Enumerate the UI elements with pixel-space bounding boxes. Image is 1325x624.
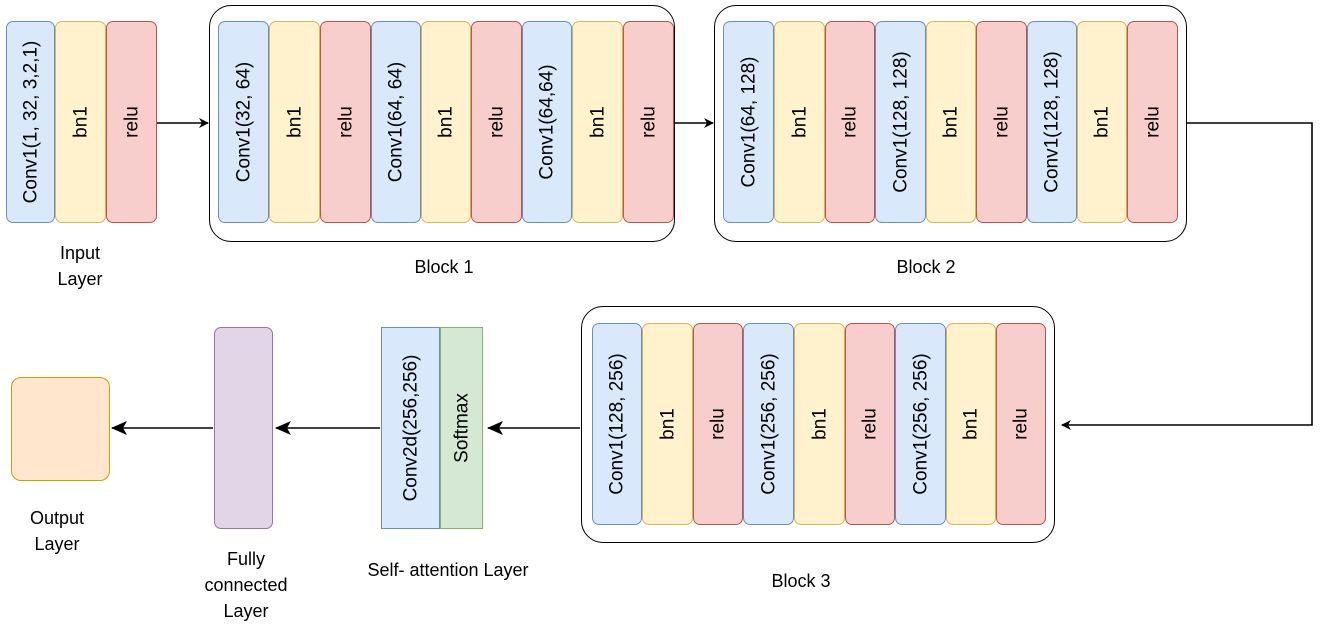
block2-relu-layer: relu [825,21,875,223]
fully-connected-layer [214,327,273,529]
block1-bn-layer: bn1 [269,21,320,223]
block3-conv-layer: Conv1(256, 256) [743,323,794,525]
block1-bn-layer: bn1 [421,21,471,223]
block2-relu-layer: relu [1127,21,1178,223]
block2-conv-layer: Conv1(128, 128) [1027,21,1077,223]
attention-softmax-label: Softmax [451,393,472,463]
attention-conv-layer: Conv2d(256,256) [381,327,440,529]
input-bn-layer: bn1 [55,21,106,223]
input-bn-label: bn1 [70,106,91,138]
block1-relu-layer: relu [471,21,522,223]
block3-bn-layer: bn1 [794,323,845,525]
arrow-block2-to-block3 [1061,122,1313,430]
block1-relu-layer: relu [623,21,674,223]
block2-conv-layer: Conv1(128, 128) [875,21,926,223]
block3-bn-layer: bn1 [642,323,693,525]
block3-relu-layer: relu [693,323,743,525]
block2-bn-layer: bn1 [774,21,825,223]
block3-relu-layer: relu [845,323,895,525]
block2-caption: Block 2 [896,257,956,277]
block1-conv-layer: Conv1(64,64) [522,21,572,223]
block1-bn-layer: bn1 [572,21,623,223]
block3-relu-layer: relu [996,323,1046,525]
input-conv-label: Conv1(1, 32, 3,2,1) [20,40,41,204]
block2-bn-layer: bn1 [1077,21,1127,223]
block1-relu-layer: relu [320,21,371,223]
input-layer-caption: Input Layer [57,243,103,289]
input-conv-layer: Conv1(1, 32, 3,2,1) [6,21,55,223]
attention-conv-label: Conv2d(256,256) [400,354,421,502]
block3-conv-layer: Conv1(128, 256) [592,323,642,525]
block2-bn-layer: bn1 [926,21,976,223]
block3-caption: Block 3 [771,571,831,591]
output-layer [11,377,110,481]
attention-caption: Self- attention Layer [367,560,529,580]
attention-softmax-layer: Softmax [440,327,483,529]
block1-conv-layer: Conv1(32, 64) [218,21,269,223]
input-relu-layer: relu [106,21,157,223]
block2-relu-layer: relu [976,21,1027,223]
output-layer-caption: Output Layer [29,508,85,554]
block1-caption: Block 1 [414,257,474,277]
block3-conv-layer: Conv1(256, 256) [895,323,946,525]
block3-bn-layer: bn1 [946,323,996,525]
block1-conv-layer: Conv1(64, 64) [371,21,421,223]
fully-connected-caption: Fully connected Layer [204,549,288,621]
input-relu-label: relu [121,106,142,138]
block2-conv-layer: Conv1(64, 128) [723,21,774,223]
